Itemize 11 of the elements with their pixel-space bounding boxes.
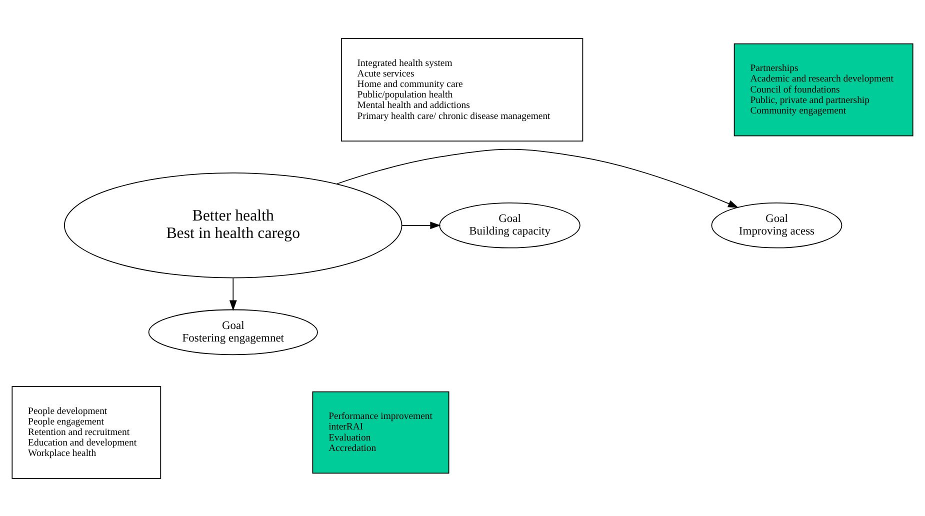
- arrow: [229, 277, 237, 310]
- arrow: [336, 148, 739, 208]
- node-box: People development People engagement Retention and recruitment Education and development Workplace health: [12, 386, 162, 478]
- node-box: Partnerships Academic and research development Council of foundations Public, private and partnership Community engagement: [734, 42, 914, 136]
- node-ellipse: Goal Building capacity: [439, 202, 580, 248]
- node-ellipse: Goal Fostering engagemnet: [148, 308, 318, 355]
- node-box: Integrated health system Acute services Home and community care Public/population health Mental health and addictions Primary health care/ chronic disease management: [340, 38, 584, 142]
- node-ellipse: Goal Improving acess: [711, 202, 842, 248]
- node-ellipse: Better health Best in health carego: [64, 172, 402, 278]
- arrow: [402, 221, 441, 229]
- node-box: Performance improvement interRAI Evaluation Accredation: [312, 390, 450, 474]
